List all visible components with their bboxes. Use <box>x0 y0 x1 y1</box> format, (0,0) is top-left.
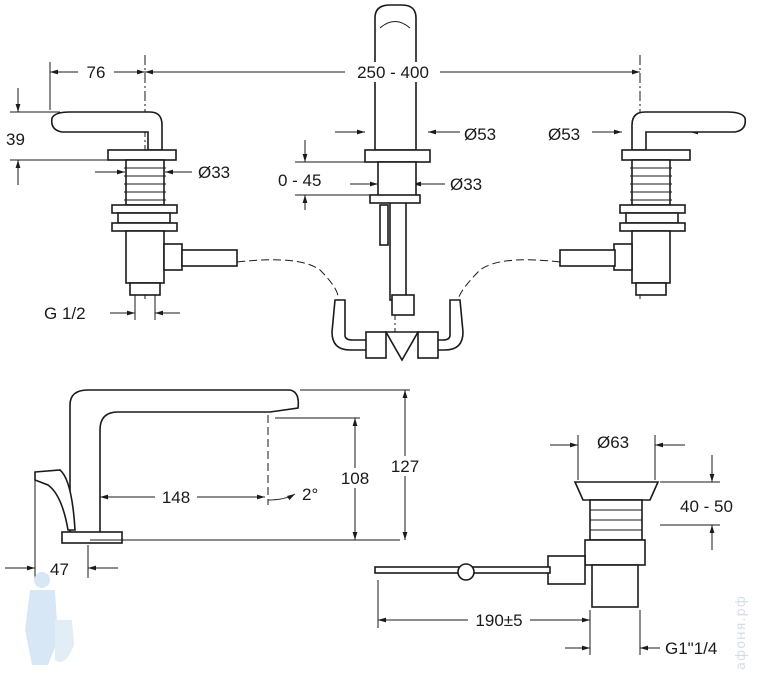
left-valve <box>50 111 238 296</box>
pop-up-waste: Ø63 40 - 50 190±5 G1"1/4 <box>374 433 733 658</box>
dim-right-diameter: Ø53 <box>548 125 580 144</box>
dim-rod-length: 190±5 <box>475 611 522 630</box>
dim-connection: G 1/2 <box>44 304 86 323</box>
dim-deck-thickness: 0 - 45 <box>278 171 321 190</box>
dim-waste-diameter: Ø63 <box>597 433 629 452</box>
dim-left-base-diameter: Ø33 <box>198 163 230 182</box>
dim-handle-height: 39 <box>6 130 25 149</box>
top-dimensions: 76 39 Ø33 Ø53 Ø53 0 - 45 Ø33 G 1/2 <box>6 62 715 323</box>
dim-left-offset: 76 <box>87 63 106 82</box>
watermark-text: афоня.рф <box>734 595 749 670</box>
side-view-faucet: 148 2° 108 127 47 <box>5 389 425 579</box>
dim-angle: 2° <box>302 485 318 504</box>
spread-dimension-label: 250 - 400 <box>345 62 440 82</box>
dim-spout-diameter: Ø53 <box>464 125 496 144</box>
dim-reach: 148 <box>162 488 190 507</box>
dim-thread: G1"1/4 <box>665 639 717 658</box>
dim-base: 47 <box>50 560 69 579</box>
dim-spread: 250 - 400 <box>357 63 429 82</box>
dim-total-height: 127 <box>391 457 419 476</box>
dim-outlet-height: 108 <box>341 469 369 488</box>
dim-spout-shank-diameter: Ø33 <box>450 175 482 194</box>
watermark-plumber-logo <box>25 572 74 665</box>
right-valve <box>559 111 747 296</box>
dim-height-range: 40 - 50 <box>680 497 733 516</box>
